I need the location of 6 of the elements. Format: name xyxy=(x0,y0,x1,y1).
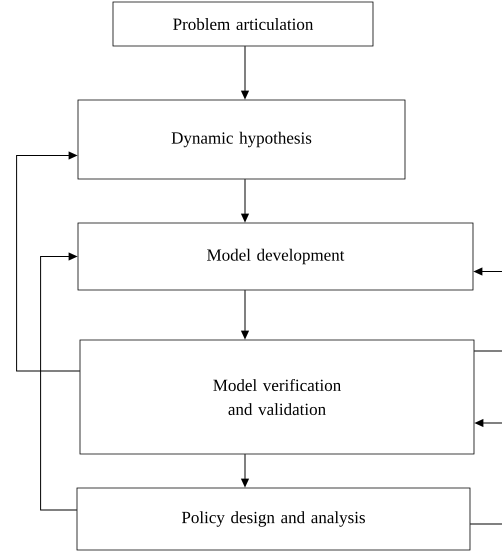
process-box: Policy design and analysis xyxy=(76,488,470,550)
process-box: Model development xyxy=(78,222,474,290)
process-box: Problem articulation xyxy=(112,2,374,46)
process-box: Dynamic hypothesis xyxy=(78,100,406,180)
process-box: Model verification and validation xyxy=(80,340,474,454)
arrow xyxy=(16,151,80,372)
